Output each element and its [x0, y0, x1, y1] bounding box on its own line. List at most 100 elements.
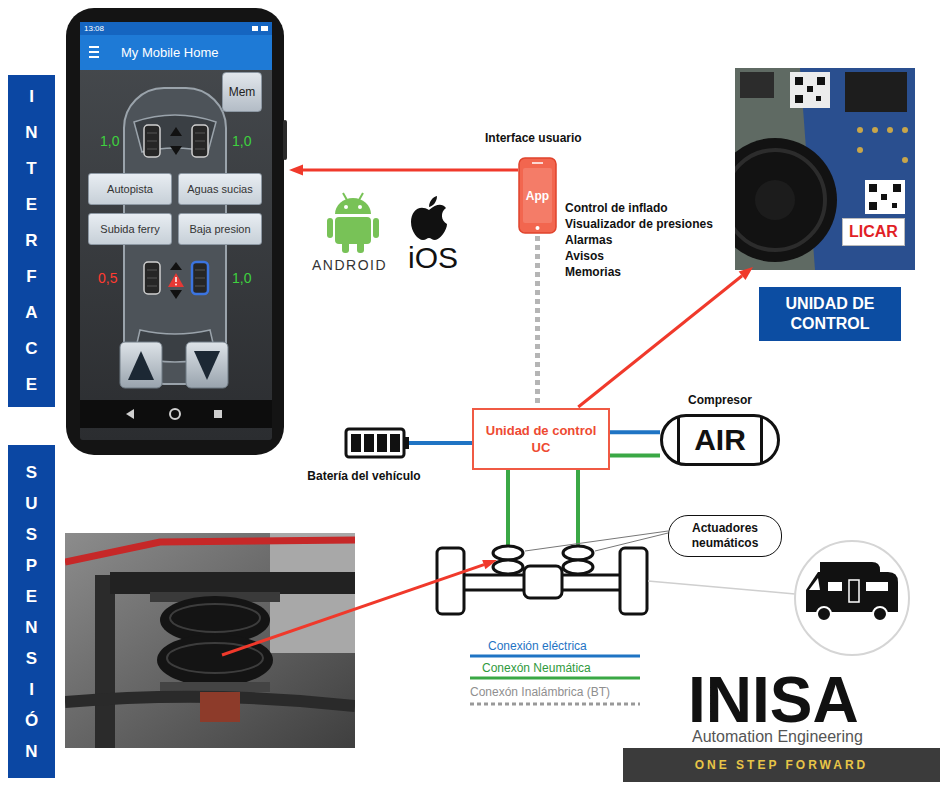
battery-node: Batería del vehículo: [298, 424, 430, 488]
phone-illustration-part: [170, 290, 182, 299]
phone-illustration-part: [195, 278, 205, 279]
pneumatic-lines: [508, 470, 578, 546]
button-label: Mem: [229, 85, 256, 99]
leader-lines-part: [525, 531, 668, 551]
phone-illustration-part: [195, 141, 205, 142]
feature-item: Avisos: [565, 248, 604, 264]
pressure-value: 1,0: [232, 270, 251, 286]
phone-illustration-part: [261, 26, 268, 31]
air-spring-photo-part: [170, 604, 260, 632]
android-logo-part: [359, 193, 363, 200]
connector-line: [303, 169, 518, 172]
control-unit-photo: [735, 68, 915, 270]
control-unit-photo-part: [902, 157, 908, 163]
connector: [610, 432, 660, 433]
callout-label: Actuadores neumáticos: [675, 521, 775, 551]
pneumatic-lines-part: [506, 470, 510, 546]
phone-illustration-part: [147, 278, 157, 279]
connector: [289, 165, 518, 176]
control-unit-photo-part: [887, 127, 893, 133]
phone-illustration-part: [128, 351, 154, 380]
air-spring-photo: [65, 533, 355, 748]
phone-illustration-part: [168, 273, 184, 287]
chassis-diagram-part: [524, 566, 562, 598]
control-unit-photo-part: [893, 184, 901, 192]
phone-illustration-part: [147, 149, 157, 150]
control-unit-photo-part: [795, 77, 803, 85]
control-unit-photo-part: [869, 184, 877, 192]
chassis-diagram-part: [563, 546, 593, 560]
status-time: 13:08: [84, 22, 104, 35]
photo-arrow: [222, 560, 497, 655]
battery-icon-area: [345, 428, 409, 458]
phone-illustration-part: [214, 410, 222, 418]
air-spring-photo-part: [65, 540, 355, 562]
phone-illustration-part: [80, 22, 272, 440]
phone-illustration-part: [144, 125, 160, 157]
leader-lines-part: [648, 581, 795, 594]
photo-arrow-part: [222, 565, 484, 655]
control-unit-photo-part: [892, 203, 897, 208]
app-node: App: [519, 158, 556, 233]
motorhome-icon-part: [809, 578, 820, 590]
box-title: UNIDAD DE CONTROL: [770, 294, 890, 334]
connector-line: [610, 454, 660, 458]
phone-illustration: [66, 8, 287, 455]
legend-samples: [470, 656, 640, 704]
feature-item: Alarmas: [565, 232, 612, 248]
pressure-value: 0,5: [98, 270, 117, 286]
android-logo-part: [335, 217, 371, 244]
band-title: SUSPENSIÓN: [24, 457, 38, 767]
control-unit-photo-part: [807, 86, 813, 92]
connector: [409, 443, 472, 444]
chassis-diagram-part: [493, 560, 523, 574]
compressor-capsule: AIR: [660, 414, 780, 466]
phone-illustration-part: [175, 277, 177, 282]
section-heading: Interface usuario: [485, 130, 582, 146]
phone-illustration-part: [175, 284, 177, 286]
preset-button: Baja presion: [178, 213, 262, 245]
pressure-value: 1,0: [100, 133, 119, 149]
android-logo-part: [357, 240, 364, 253]
android-logo-part: [358, 205, 362, 209]
phone-illustration-part: [170, 262, 182, 270]
phone-illustration-part: [80, 35, 272, 70]
android-logo-part: [343, 193, 347, 200]
control-unit-photo-part: [755, 180, 795, 220]
motorhome-icon-part: [866, 582, 888, 591]
control-unit-photo-node: LICAR: [735, 68, 915, 270]
phone-illustration-part: [120, 342, 162, 388]
battery-icon-part: [377, 434, 387, 452]
control-unit-photo-part: [735, 150, 825, 250]
motorhome-icon-part: [828, 582, 842, 591]
side-band: SUSPENSIÓN: [8, 445, 55, 778]
motorhome-icon-part: [817, 607, 831, 621]
button-label: Aguas sucias: [187, 183, 252, 196]
battery-icon-part: [404, 437, 409, 449]
app-icon-part: [532, 162, 543, 164]
app-icon-part: [519, 158, 556, 233]
phone-illustration-part: [89, 51, 99, 53]
android-logo: [327, 193, 379, 253]
phone-illustration-part: [147, 141, 157, 142]
phone-illustration-part: [170, 146, 182, 155]
arrow-head: [739, 267, 753, 280]
control-unit-photo-part: [740, 72, 774, 98]
app-icon-part: [523, 168, 552, 223]
motorhome-icon-part: [849, 580, 859, 602]
app-icon-part: [536, 226, 540, 230]
app-label: App: [526, 189, 549, 203]
brand-sticker: LICAR: [842, 218, 905, 246]
compressor-heading: Compresor: [652, 392, 788, 408]
android-logo-part: [344, 205, 348, 209]
control-unit-photo-part: [857, 127, 863, 133]
phone-illustration-part: [66, 8, 284, 455]
control-unit-photo-part: [795, 95, 803, 103]
phone-illustration-part: [80, 400, 272, 428]
phone-mockup: 13:08My Mobile HomeMemAutopistaAguas suc…: [66, 8, 284, 455]
phone-illustration-part: [126, 409, 134, 419]
control-unit-box: Unidad de control UC: [472, 408, 610, 470]
motorhome-icon-part: [873, 607, 887, 621]
phone-illustration-part: [195, 133, 205, 134]
